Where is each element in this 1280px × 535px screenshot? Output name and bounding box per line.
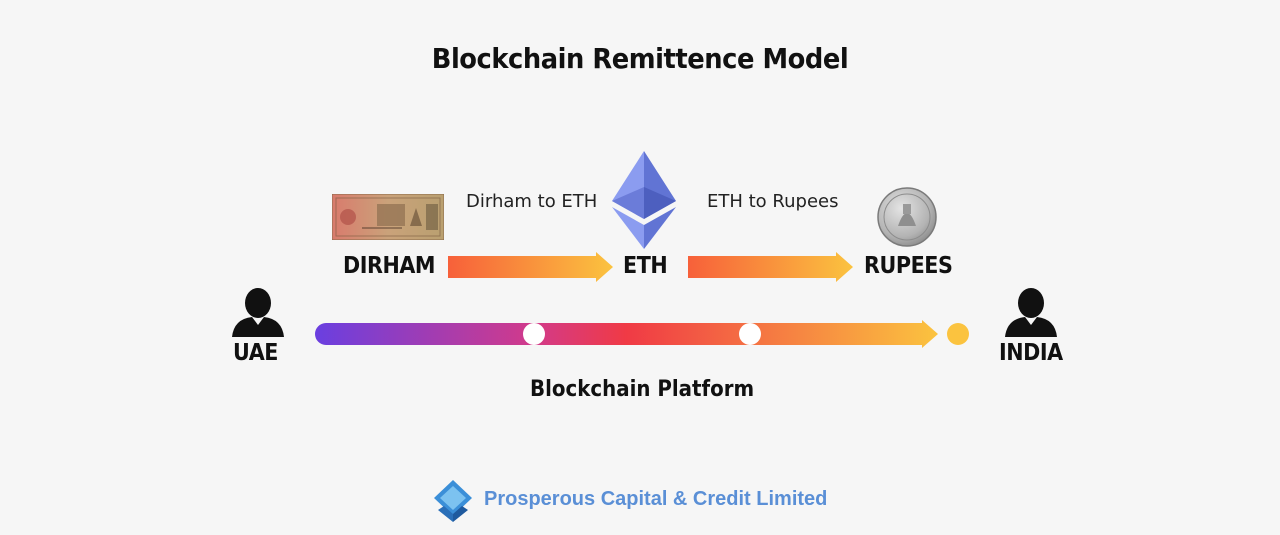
node-label-india: INDIA: [999, 340, 1063, 366]
node-label-uae: UAE: [233, 340, 278, 366]
person-icon-uae: [230, 287, 286, 337]
edge-label-eth-to-rupees: ETH to Rupees: [707, 191, 839, 212]
company-logo-icon: [432, 478, 474, 522]
node-label-rupees: RUPEES: [864, 253, 953, 279]
diagram-title: Blockchain Remittence Model: [431, 42, 849, 75]
flow-arrow-dirham-to-eth: [448, 252, 613, 282]
flow-arrow-eth-to-rupees: [688, 252, 853, 282]
dirham-banknote-icon: [331, 193, 445, 241]
ethereum-logo-icon: [612, 151, 676, 249]
edge-label-dirham-to-eth: Dirham to ETH: [466, 191, 598, 212]
node-label-eth: ETH: [623, 253, 668, 279]
company-name: Prosperous Capital & Credit Limited: [484, 488, 828, 510]
node-label-dirham: DIRHAM: [343, 253, 436, 279]
platform-label: Blockchain Platform: [530, 377, 755, 402]
rupee-coin-icon: [876, 186, 938, 248]
blockchain-platform-bar: [312, 318, 972, 350]
person-icon-india: [1003, 287, 1059, 337]
